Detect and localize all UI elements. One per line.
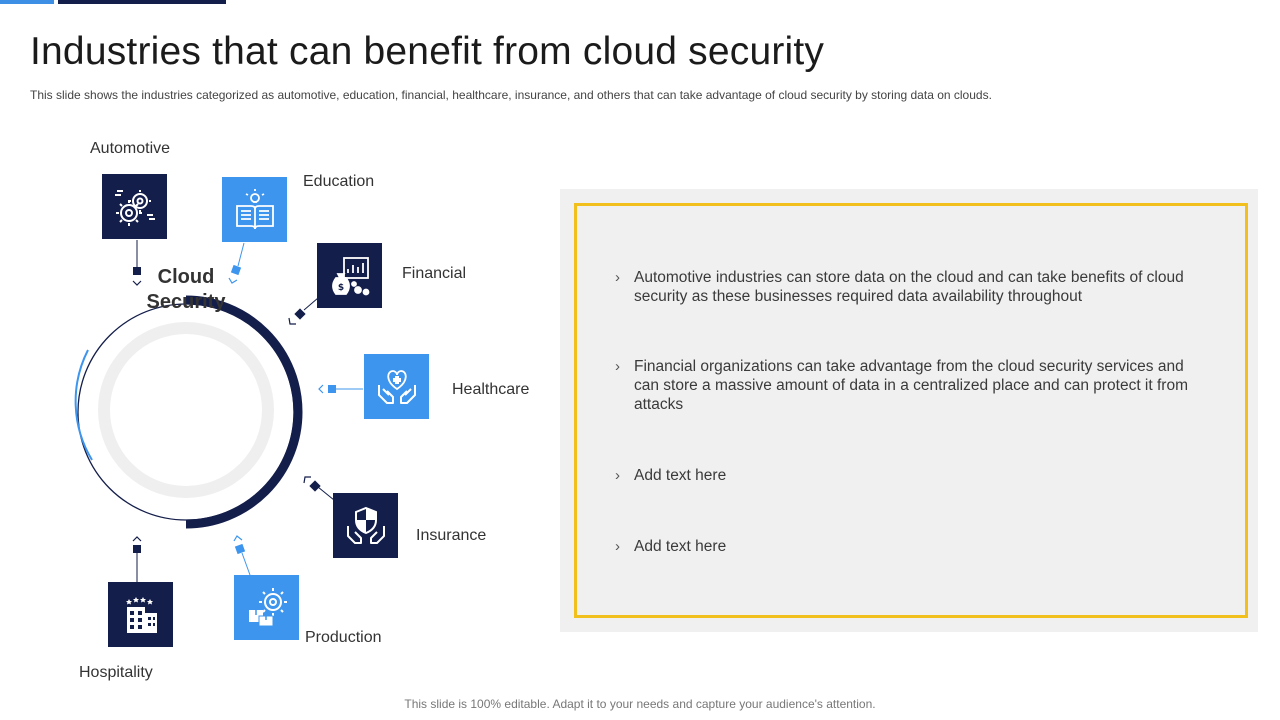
connector-financial xyxy=(288,297,319,325)
connector-production xyxy=(233,535,251,576)
label-education: Education xyxy=(303,173,375,190)
tile-production xyxy=(234,575,299,640)
bullet-text: Add text here xyxy=(634,538,727,555)
bullet-item: › Add text here xyxy=(615,466,1194,485)
hotel-building-icon xyxy=(125,596,157,633)
connector-education xyxy=(228,242,245,284)
tile-financial: $ xyxy=(317,243,382,308)
connector-insurance xyxy=(303,476,335,501)
accent-bar-dark xyxy=(58,0,226,4)
left-blue-arc xyxy=(74,349,93,461)
bullet-item: › Add text here xyxy=(615,537,1194,556)
connector-healthcare xyxy=(318,384,363,394)
description-frame: › Automotive industries can store data o… xyxy=(574,203,1248,618)
tile-insurance xyxy=(333,493,398,558)
label-financial: Financial xyxy=(402,265,467,282)
label-automotive: Automotive xyxy=(90,140,171,157)
industries-diagram: Cloud Security Automotive Education xyxy=(0,120,560,700)
accent-bar-light xyxy=(0,0,54,4)
footer-note: This slide is 100% editable. Adapt it to… xyxy=(404,697,876,711)
description-panel: › Automotive industries can store data o… xyxy=(560,189,1258,632)
svg-text:$: $ xyxy=(337,283,343,293)
chevron-right-icon: › xyxy=(615,467,620,484)
label-insurance: Insurance xyxy=(416,527,487,544)
right-thick-arc xyxy=(185,295,303,529)
inner-white-disk xyxy=(110,334,262,486)
gears-icon xyxy=(114,189,155,226)
bullet-text: Financial organizations can take advanta… xyxy=(634,358,1188,413)
bullet-text: Automotive industries can store data on … xyxy=(634,269,1184,305)
book-lightbulb-icon xyxy=(235,188,274,229)
label-production: Production xyxy=(305,629,382,646)
diagram-graphics xyxy=(74,240,363,582)
tile-healthcare xyxy=(364,354,429,419)
heart-hands-icon xyxy=(377,369,416,404)
center-label-line1: Cloud xyxy=(157,266,215,288)
shield-hands-icon xyxy=(346,506,385,544)
center-label-line2: Security xyxy=(146,291,226,313)
chevron-right-icon: › xyxy=(615,358,620,375)
center-label: Cloud Security xyxy=(111,265,261,315)
gear-boxes-icon xyxy=(248,587,287,626)
bullet-item: › Financial organizations can take advan… xyxy=(615,357,1194,414)
bullet-item: › Automotive industries can store data o… xyxy=(615,268,1194,306)
label-hospitality: Hospitality xyxy=(79,664,153,681)
tile-automotive xyxy=(102,174,167,239)
connector-hospitality xyxy=(132,536,142,582)
chevron-right-icon: › xyxy=(615,538,620,555)
page-title: Industries that can benefit from cloud s… xyxy=(30,30,825,73)
label-healthcare: Healthcare xyxy=(452,381,530,398)
tile-education xyxy=(222,177,287,242)
money-chart-icon: $ xyxy=(331,256,369,295)
connector-automotive xyxy=(132,240,142,286)
bullet-text: Add text here xyxy=(634,467,727,484)
page-subtitle: This slide shows the industries categori… xyxy=(30,88,992,102)
tile-hospitality xyxy=(108,582,173,647)
chevron-right-icon: › xyxy=(615,269,620,286)
